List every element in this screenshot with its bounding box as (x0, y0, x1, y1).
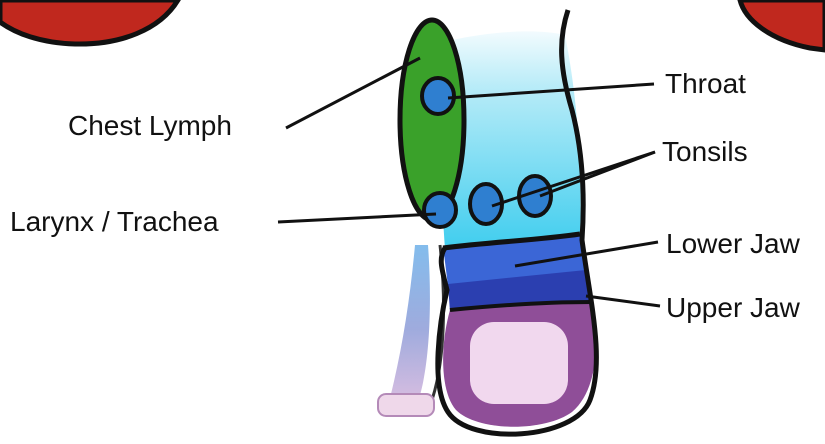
label-lower-jaw: Lower Jaw (666, 230, 800, 258)
label-throat: Throat (665, 70, 746, 98)
stem-base (378, 394, 434, 416)
larynx-point (424, 193, 456, 227)
throat-point (422, 78, 454, 114)
upper-jaw-leader (586, 296, 660, 306)
mouth-inner (470, 322, 568, 404)
chest-lymph-region (400, 20, 464, 220)
label-larynx-trachea: Larynx / Trachea (10, 208, 219, 236)
label-upper-jaw: Upper Jaw (666, 294, 800, 322)
right-ear-shape (740, 0, 825, 50)
larynx-leader (278, 214, 436, 222)
label-chest-lymph: Chest Lymph (68, 112, 232, 140)
trachea-stem (390, 245, 430, 398)
left-ear-shape (0, 0, 178, 44)
label-tonsils: Tonsils (662, 138, 748, 166)
